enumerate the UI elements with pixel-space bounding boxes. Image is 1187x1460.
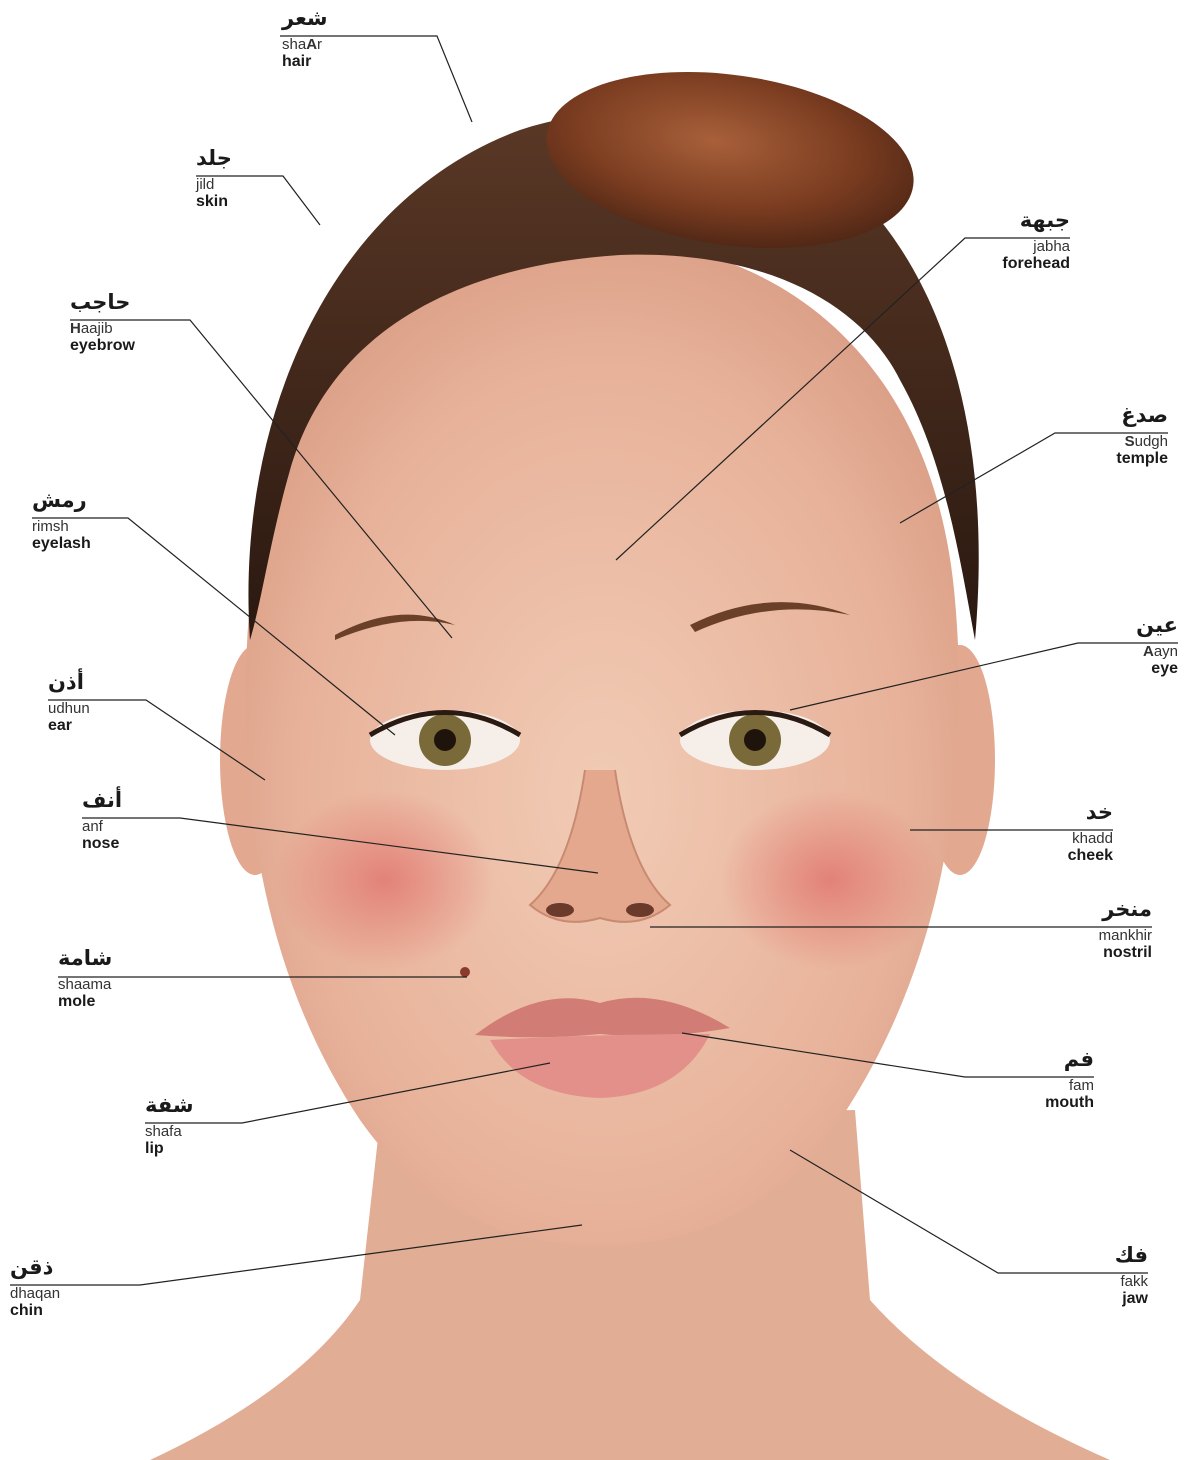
translit-lip: shafa <box>145 1123 345 1140</box>
english-jaw: jaw <box>948 1290 1148 1308</box>
english-ear: ear <box>48 717 248 735</box>
label-skin: جلد jild skin <box>196 146 396 212</box>
translit-mouth: fam <box>894 1077 1094 1094</box>
translit-eye: Aayn <box>978 643 1178 660</box>
arabic-eyebrow: حاجب <box>70 290 270 314</box>
label-eyelash: رمش rimsh eyelash <box>32 488 232 554</box>
arabic-mole: شامة <box>58 946 258 970</box>
label-nose: أنف anf nose <box>82 788 282 854</box>
arabic-nose: أنف <box>82 788 282 812</box>
english-lip: lip <box>145 1140 345 1158</box>
arabic-lip: شفة <box>145 1093 345 1117</box>
english-skin: skin <box>196 193 396 211</box>
translit-jaw: fakk <box>948 1273 1148 1290</box>
translit-forehead: jabha <box>870 238 1070 255</box>
english-mole: mole <box>58 993 258 1011</box>
arabic-eye: عين <box>978 613 1178 637</box>
arabic-cheek: خد <box>913 800 1113 824</box>
english-eye: eye <box>978 660 1178 678</box>
label-mole: شامة shaama mole <box>58 946 258 1012</box>
english-forehead: forehead <box>870 255 1070 273</box>
left-cheek-blush <box>275 790 495 970</box>
label-eyebrow: حاجب Haajib eyebrow <box>70 290 270 356</box>
arabic-ear: أذن <box>48 670 248 694</box>
label-cheek: خد khadd cheek <box>913 800 1113 866</box>
arabic-mouth: فم <box>894 1047 1094 1071</box>
english-eyebrow: eyebrow <box>70 337 270 355</box>
english-nose: nose <box>82 835 282 853</box>
arabic-hair: شعر <box>282 6 482 30</box>
english-cheek: cheek <box>913 847 1113 865</box>
translit-eyebrow: Haajib <box>70 320 270 337</box>
translit-cheek: khadd <box>913 830 1113 847</box>
label-mouth: فم fam mouth <box>894 1047 1094 1113</box>
arabic-chin: ذقن <box>10 1255 210 1279</box>
label-forehead: جبهة jabha forehead <box>870 208 1070 274</box>
label-hair: شعر shaAr hair <box>282 6 482 72</box>
translit-chin: dhaqan <box>10 1285 210 1302</box>
english-chin: chin <box>10 1302 210 1320</box>
label-eye: عين Aayn eye <box>978 613 1178 679</box>
arabic-nostril: منخر <box>952 897 1152 921</box>
label-ear: أذن udhun ear <box>48 670 248 736</box>
translit-nostril: mankhir <box>952 927 1152 944</box>
english-eyelash: eyelash <box>32 535 232 553</box>
arabic-forehead: جبهة <box>870 208 1070 232</box>
label-nostril: منخر mankhir nostril <box>952 897 1152 963</box>
translit-hair: shaAr <box>282 36 482 53</box>
mole <box>460 967 470 977</box>
english-temple: temple <box>968 450 1168 468</box>
arabic-temple: صدغ <box>968 403 1168 427</box>
translit-skin: jild <box>196 176 396 193</box>
english-nostril: nostril <box>952 944 1152 962</box>
right-cheek-blush <box>720 790 940 970</box>
translit-nose: anf <box>82 818 282 835</box>
translit-mole: shaama <box>58 976 258 993</box>
arabic-eyelash: رمش <box>32 488 232 512</box>
translit-eyelash: rimsh <box>32 518 232 535</box>
english-mouth: mouth <box>894 1094 1094 1112</box>
label-lip: شفة shafa lip <box>145 1093 345 1159</box>
translit-ear: udhun <box>48 700 248 717</box>
label-chin: ذقن dhaqan chin <box>10 1255 210 1321</box>
arabic-jaw: فك <box>948 1243 1148 1267</box>
translit-temple: Sudgh <box>968 433 1168 450</box>
arabic-skin: جلد <box>196 146 396 170</box>
label-temple: صدغ Sudgh temple <box>968 403 1168 469</box>
english-hair: hair <box>282 53 482 71</box>
label-jaw: فك fakk jaw <box>948 1243 1148 1309</box>
